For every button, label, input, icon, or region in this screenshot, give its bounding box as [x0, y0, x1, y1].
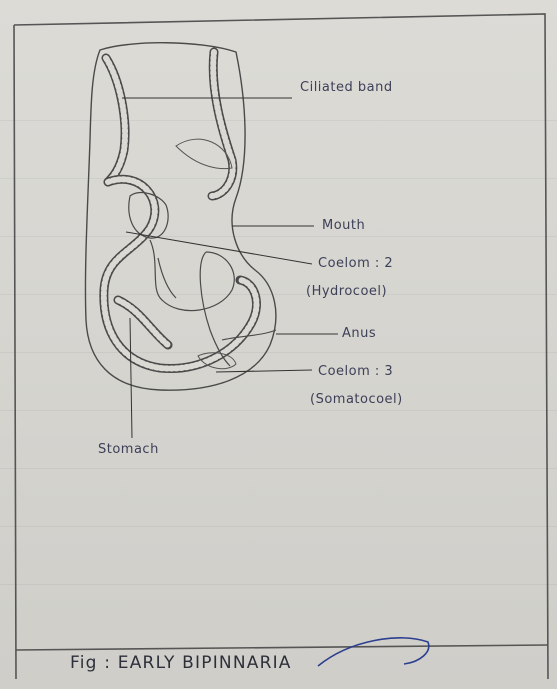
esophagus — [158, 258, 176, 298]
label-stomach: Stomach — [98, 442, 159, 457]
pen-mark — [318, 638, 429, 666]
figure-caption: Fig : EARLY BIPINNARIA — [70, 653, 292, 673]
label-mouth: Mouth — [322, 218, 365, 233]
label-anus: Anus — [342, 326, 376, 341]
label-ciliated-band: Ciliated band — [300, 80, 393, 95]
leader-stomach — [130, 318, 132, 438]
caption-divider — [16, 645, 548, 650]
label-coelom2-line2: (Hydrocoel) — [306, 284, 387, 299]
leader-coelom3 — [216, 370, 312, 372]
label-coelom3-line1: Coelom : 3 — [318, 364, 393, 379]
label-coelom2-line1: Coelom : 2 — [318, 256, 393, 271]
page-frame — [14, 14, 548, 679]
label-coelom3-line2: (Somatocoel) — [310, 392, 403, 407]
